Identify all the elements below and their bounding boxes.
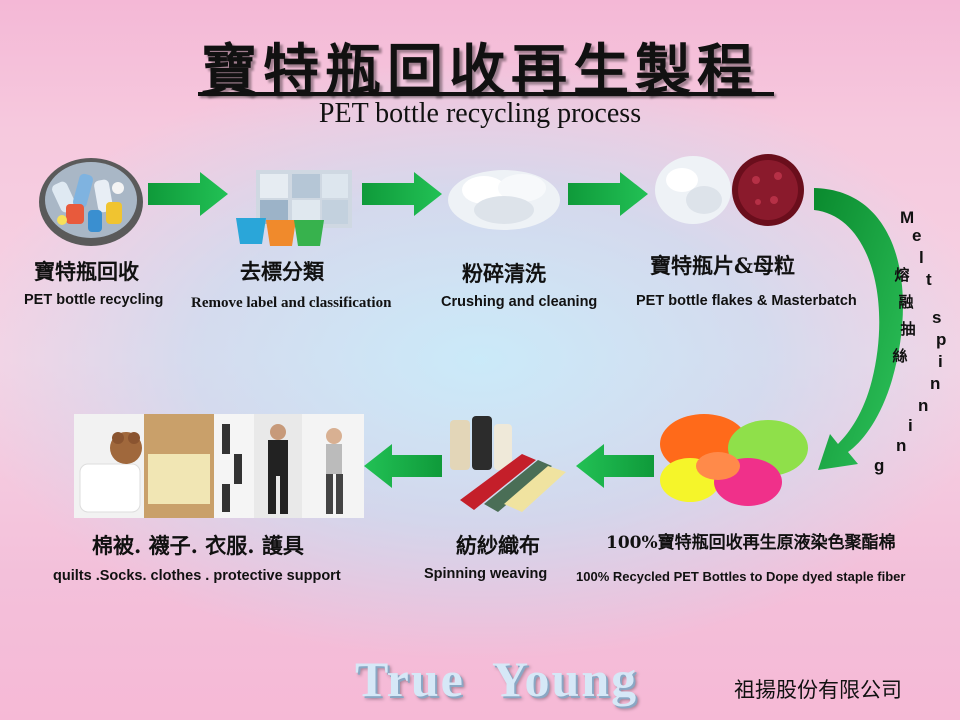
melt-zh-char: 融 — [898, 293, 914, 311]
melt-letter: p — [936, 330, 947, 349]
yarn-fabric-image — [450, 416, 566, 512]
dyed-fiber-image — [660, 414, 808, 506]
melt-letter: i — [908, 416, 913, 435]
company-name: 祖揚股份有限公司 — [734, 678, 902, 702]
arrow-left-icon — [576, 444, 654, 488]
melt-letter: n — [896, 436, 907, 455]
bottle-basket-image — [39, 158, 143, 246]
melt-letter: M — [900, 208, 915, 227]
melt-letter: l — [919, 248, 924, 267]
sorted-bales-image — [236, 170, 352, 246]
arrow-right-icon — [362, 172, 442, 216]
melt-letter: i — [938, 352, 943, 371]
melt-letter: g — [874, 456, 885, 475]
curved-arrow-icon — [814, 188, 903, 470]
step-5-en: 100% Recycled PET Bottles to Dope dyed s… — [576, 569, 906, 584]
arrow-left-icon — [364, 444, 442, 488]
melt-zh-char: 絲 — [892, 347, 908, 365]
crushed-flakes-image — [448, 170, 560, 230]
melt-zh-char: 熔 — [894, 266, 910, 284]
step-1-en: PET bottle recycling — [24, 292, 164, 308]
melt-letter: t — [926, 270, 932, 289]
step-2-en: Remove label and classification — [191, 295, 392, 311]
step-7-en: quilts .Socks. clothes . protective supp… — [53, 568, 341, 584]
melt-letter: e — [912, 226, 922, 245]
title-underline — [198, 92, 774, 96]
melt-letter: n — [930, 374, 941, 393]
step-3-en: Crushing and cleaning — [441, 294, 598, 310]
page-subtitle: PET bottle recycling process — [318, 98, 642, 129]
step-1-zh: 寶特瓶回收 — [34, 259, 139, 284]
products-collage-image — [74, 414, 364, 518]
step-6-en: Spinning weaving — [424, 566, 548, 582]
bottle-flakes-image — [655, 156, 731, 224]
step-7-zh: 棉被. 襪子. 衣服. 護具 — [92, 533, 304, 558]
masterbatch-image — [732, 154, 804, 226]
melt-letter: n — [918, 396, 929, 415]
step-4-en: PET bottle flakes & Masterbatch — [636, 293, 857, 309]
brand-name: True Young — [355, 651, 639, 707]
melt-letter: s — [932, 308, 942, 327]
arrow-right-icon — [148, 172, 228, 216]
arrow-right-icon — [568, 172, 648, 216]
step-4-zh: 寶特瓶片&母粒 — [650, 253, 795, 278]
step-6-zh: 紡紗織布 — [456, 533, 540, 558]
step-3-zh: 粉碎清洗 — [462, 261, 546, 286]
melt-zh-char: 抽 — [900, 320, 916, 338]
step-5-zh: 100%寶特瓶回收再生原液染色聚酯棉 — [606, 533, 896, 553]
step-2-zh: 去標分類 — [240, 259, 324, 284]
